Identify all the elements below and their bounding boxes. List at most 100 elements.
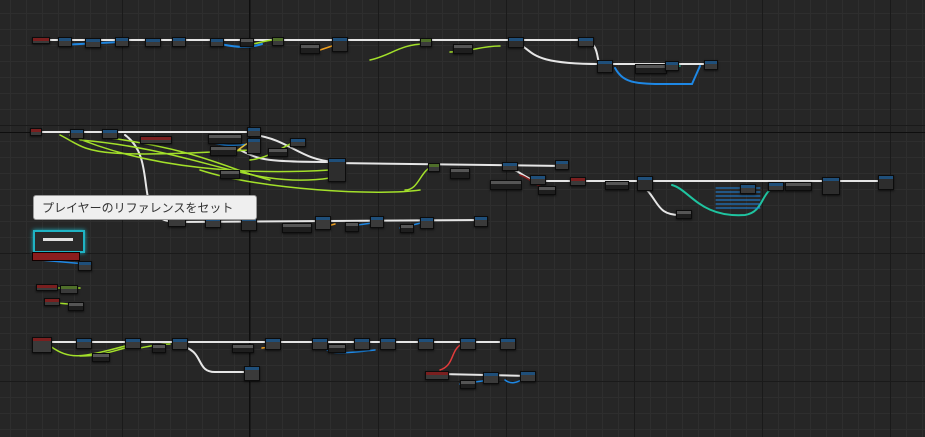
branch-node[interactable] [428,163,440,172]
function-node[interactable] [500,338,516,350]
variable-node[interactable] [453,44,473,54]
function-node[interactable] [418,338,434,350]
function-node[interactable] [247,138,261,154]
function-node[interactable] [265,338,281,350]
function-node[interactable] [315,216,331,230]
function-node[interactable] [420,217,434,229]
exec-wire [334,162,566,167]
bool-wire [109,137,271,181]
variable-node[interactable] [240,38,254,47]
function-node[interactable] [508,37,524,48]
variable-node[interactable] [268,148,288,157]
variable-node[interactable] [152,344,166,353]
variable-node[interactable] [460,380,476,389]
bool-wire [369,43,426,61]
event-node[interactable] [140,136,172,144]
function-node[interactable] [125,338,141,349]
function-node[interactable] [115,37,129,47]
function-node[interactable] [555,160,569,170]
variable-node[interactable] [450,168,470,179]
function-node[interactable] [332,37,348,52]
variable-node[interactable] [635,64,667,74]
selected-function-node[interactable] [33,230,85,253]
branch-node[interactable] [420,38,432,47]
function-node[interactable] [210,38,224,47]
event-wire [439,343,463,371]
function-node[interactable] [172,338,188,350]
variable-node[interactable] [605,181,629,190]
comment-tooltip-text: プレイヤーのリファレンスをセット [42,201,234,215]
function-node[interactable] [70,129,84,139]
variable-node[interactable] [92,353,110,362]
custom-event-node[interactable] [32,252,80,261]
function-node[interactable] [474,216,488,227]
variable-node[interactable] [210,146,237,156]
variable-node[interactable] [400,224,414,233]
variable-node[interactable] [785,182,812,191]
variable-node[interactable] [68,302,84,311]
function-node[interactable] [76,338,92,349]
function-node[interactable] [530,175,546,185]
function-node[interactable] [637,176,653,191]
event-node[interactable] [44,298,60,306]
function-node[interactable] [768,182,784,191]
function-node[interactable] [704,60,718,70]
variable-node[interactable] [232,344,254,353]
function-node[interactable] [822,177,840,195]
exec-pin [43,238,73,241]
branch-node[interactable] [60,285,78,294]
exec-wire [254,134,336,163]
function-node[interactable] [740,184,756,194]
variable-node[interactable] [345,222,359,232]
function-node[interactable] [502,162,518,171]
function-node[interactable] [665,61,679,71]
bool-wire [49,345,126,357]
function-node[interactable] [878,175,894,190]
function-node[interactable] [520,371,536,382]
variable-node[interactable] [220,170,240,179]
event-node[interactable] [425,371,449,380]
function-node[interactable] [102,129,118,139]
function-node[interactable] [145,38,161,47]
event-node[interactable] [36,284,58,291]
variable-node[interactable] [282,223,312,233]
exec-wire [239,149,336,163]
function-node[interactable] [370,216,384,228]
function-node[interactable] [597,60,613,73]
object-wire [691,65,701,85]
function-node[interactable] [483,372,499,384]
function-node[interactable] [312,338,328,350]
function-node[interactable] [354,338,370,350]
variable-node[interactable] [328,344,346,353]
function-node[interactable] [578,37,594,47]
function-node[interactable] [172,37,186,47]
variable-node[interactable] [208,134,242,144]
tooltip-tail [42,219,52,220]
object-wire [715,187,761,209]
variable-node[interactable] [490,180,522,190]
function-node[interactable] [244,366,260,381]
event-node[interactable] [32,37,50,44]
bool-wire [69,134,331,173]
function-node[interactable] [247,127,261,137]
event-node[interactable] [30,128,42,136]
function-node[interactable] [380,338,396,350]
branch-node[interactable] [272,37,284,46]
bool-wire [59,134,251,155]
grid-origin-horizontal [0,132,925,133]
function-node[interactable] [460,338,476,350]
bool-wire [79,139,331,181]
function-node[interactable] [78,261,92,271]
event-node[interactable] [570,177,586,186]
function-node[interactable] [58,37,72,47]
variable-node[interactable] [676,210,692,219]
struct-wire [671,184,779,217]
function-node[interactable] [290,138,306,147]
variable-node[interactable] [538,186,556,195]
function-node[interactable] [85,38,101,48]
function-node[interactable] [328,158,346,182]
comment-tooltip: プレイヤーのリファレンスをセット [33,195,257,220]
variable-node[interactable] [300,44,320,54]
event-node[interactable] [32,337,52,353]
